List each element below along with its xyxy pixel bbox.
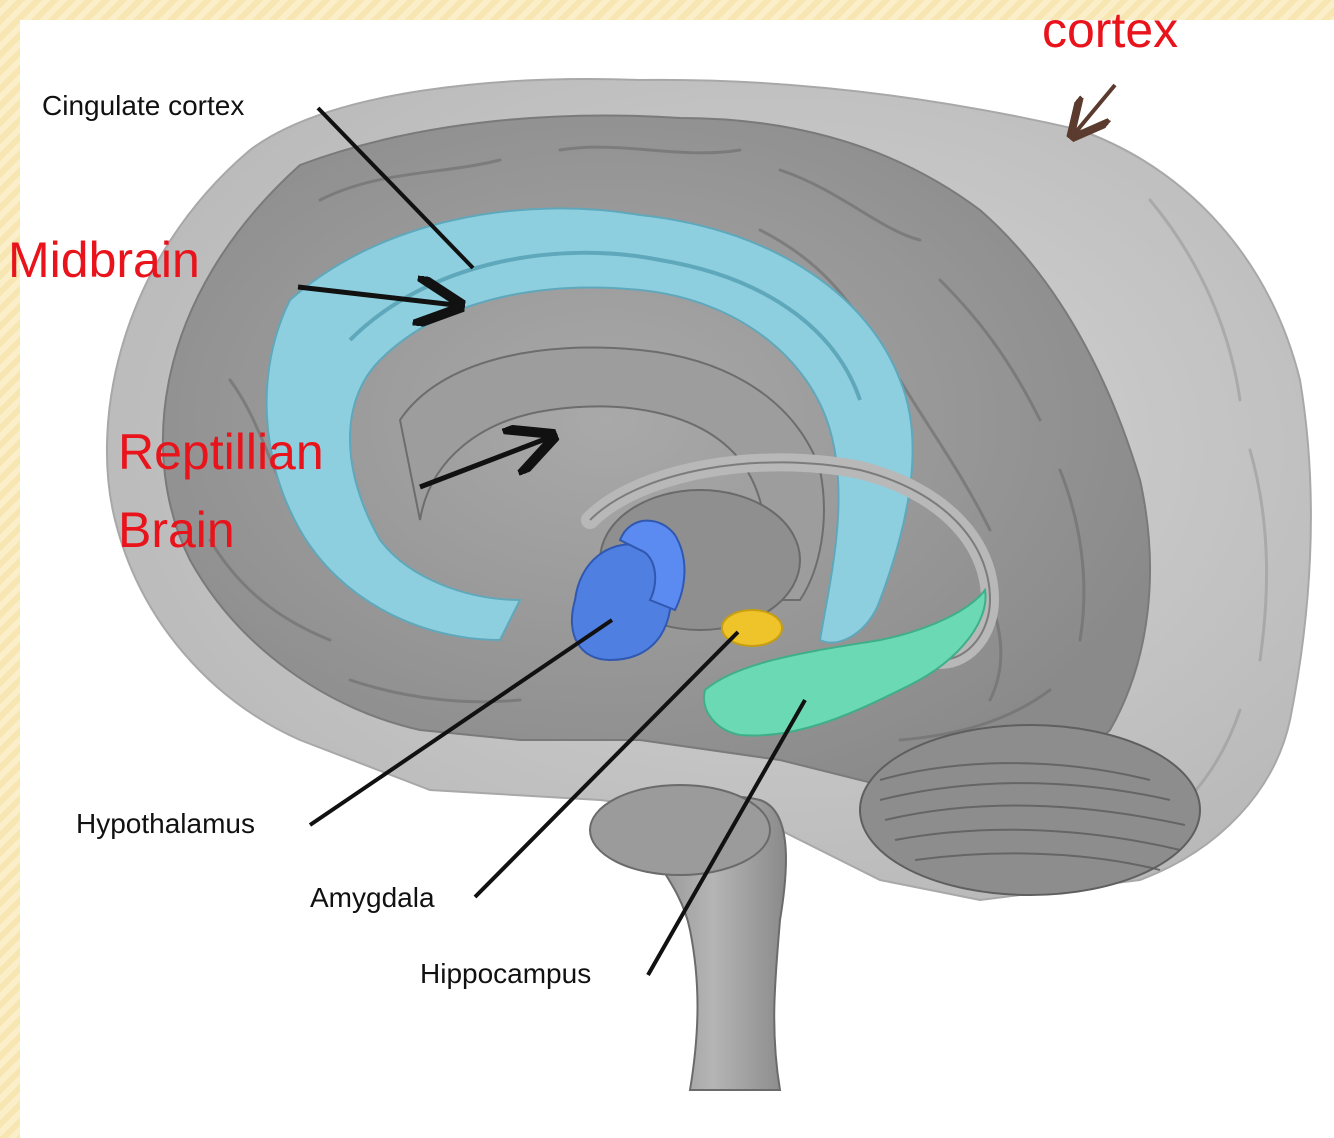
cerebellum-shape bbox=[860, 725, 1200, 895]
cortex-arrow bbox=[1075, 85, 1115, 133]
cortex-label: cortex bbox=[1042, 0, 1178, 60]
hypothalamus-label: Hypothalamus bbox=[76, 808, 255, 840]
cingulate-cortex-label: Cingulate cortex bbox=[42, 90, 244, 122]
reptilian-label-line1: Reptillian bbox=[118, 422, 324, 482]
pons-shape bbox=[590, 785, 770, 875]
reptilian-label-line2: Brain bbox=[118, 500, 235, 560]
midbrain-label: Midbrain bbox=[8, 230, 200, 290]
hippocampus-label: Hippocampus bbox=[420, 958, 591, 990]
amygdala-label: Amygdala bbox=[310, 882, 435, 914]
